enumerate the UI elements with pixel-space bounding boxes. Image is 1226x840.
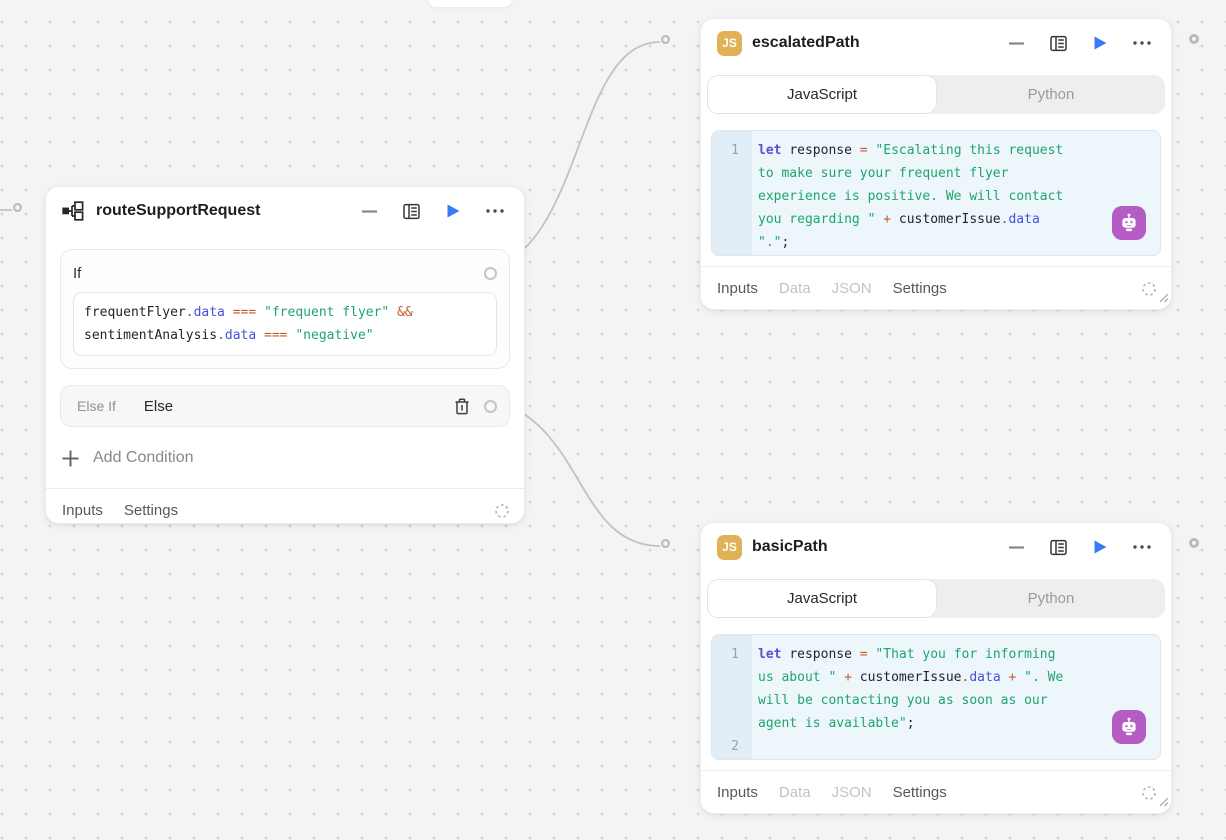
- lang-tab-python[interactable]: Python: [1027, 590, 1075, 607]
- language-tabs: JavaScript Python: [707, 75, 1165, 114]
- code-line: let response = "That you for informing: [758, 647, 1056, 662]
- ai-assistant-icon[interactable]: [1112, 206, 1146, 240]
- else-branch-port[interactable]: [484, 399, 497, 413]
- more-menu-button[interactable]: [1121, 28, 1163, 58]
- footer-tab-data: Data: [778, 280, 811, 297]
- if-branch-port[interactable]: [484, 266, 497, 280]
- line-number: [712, 689, 752, 712]
- line-number: [712, 162, 752, 185]
- resize-handle[interactable]: [1157, 290, 1169, 308]
- footer-tab-inputs[interactable]: Inputs: [717, 280, 758, 297]
- footer-tab-inputs[interactable]: Inputs: [717, 784, 758, 801]
- code-line: let response = "Escalating this request: [758, 143, 1064, 158]
- refresh-spinner-icon[interactable]: [1141, 785, 1157, 801]
- more-menu-button[interactable]: [474, 196, 516, 226]
- if-condition-code[interactable]: frequentFlyer.data === "frequent flyer" …: [73, 292, 497, 356]
- node-header: JS escalatedPath: [701, 19, 1171, 67]
- escalated-output-port[interactable]: [1189, 34, 1199, 44]
- node-footer: Inputs Data JSON Settings: [701, 266, 1171, 310]
- line-number-gutter: [712, 131, 752, 255]
- run-button[interactable]: [1079, 532, 1121, 562]
- code-line: to make sure your frequent flyer: [758, 166, 1009, 181]
- lang-tab-javascript[interactable]: JavaScript: [707, 579, 937, 618]
- collapse-button[interactable]: [995, 532, 1037, 562]
- footer-tab-inputs[interactable]: Inputs: [62, 502, 103, 519]
- line-number: [712, 185, 752, 208]
- code-line: will be contacting you as soon as our: [758, 693, 1048, 708]
- basic-input-port[interactable]: [661, 539, 670, 548]
- footer-tab-settings[interactable]: Settings: [123, 502, 179, 519]
- node-footer: Inputs Data JSON Settings: [701, 770, 1171, 814]
- node-basic-path[interactable]: JS basicPath JavaScript Python 1 let respo…: [700, 522, 1172, 814]
- footer-tab-settings[interactable]: Settings: [892, 784, 947, 801]
- line-number: [712, 666, 752, 689]
- add-condition-label: Add Condition: [93, 449, 194, 466]
- line-number-gutter: [712, 635, 752, 759]
- line-number: [712, 712, 752, 735]
- node-header: routeSupportRequest: [46, 187, 524, 235]
- add-condition-button[interactable]: Add Condition: [62, 441, 510, 475]
- ai-assistant-icon[interactable]: [1112, 710, 1146, 744]
- footer-tab-settings[interactable]: Settings: [892, 280, 947, 297]
- branch-icon: [62, 200, 86, 222]
- collapse-button[interactable]: [348, 196, 390, 226]
- code-line: experience is positive. We will contact: [758, 189, 1064, 204]
- code-line: sentimentAnalysis.data === "negative": [84, 328, 374, 343]
- line-number: [712, 208, 752, 231]
- run-button[interactable]: [432, 196, 474, 226]
- basic-output-port[interactable]: [1189, 538, 1199, 548]
- delete-condition-icon[interactable]: [454, 397, 470, 415]
- partial-node-top: [428, 0, 512, 7]
- if-label: If: [73, 264, 82, 282]
- node-route-support-request[interactable]: routeSupportRequest If frequentFlyer.dat…: [45, 186, 525, 524]
- node-escalated-path[interactable]: JS escalatedPath JavaScript Python 1 let r…: [700, 18, 1172, 310]
- node-header: JS basicPath: [701, 523, 1171, 571]
- node-title: escalatedPath: [752, 34, 860, 51]
- line-number: 1: [731, 647, 739, 662]
- elseif-row[interactable]: Else If Else: [60, 385, 510, 427]
- lang-tab-python[interactable]: Python: [1027, 86, 1075, 103]
- resize-handle[interactable]: [1157, 794, 1169, 812]
- node-footer: Inputs Settings: [46, 488, 524, 532]
- elseif-label: Else If: [77, 398, 116, 414]
- refresh-spinner-icon[interactable]: [494, 503, 510, 519]
- footer-tab-json: JSON: [831, 784, 872, 801]
- if-condition-group: If frequentFlyer.data === "frequent flye…: [60, 249, 510, 369]
- js-badge-icon: JS: [717, 534, 742, 560]
- code-line: you regarding " + customerIssue.data: [758, 212, 1040, 227]
- collapse-button[interactable]: [995, 28, 1037, 58]
- code-line: [752, 735, 1160, 758]
- code-line: us about " + customerIssue.data + ". We: [758, 670, 1064, 685]
- code-line: agent is available";: [758, 716, 915, 731]
- code-line: frequentFlyer.data === "frequent flyer" …: [84, 305, 413, 320]
- node-title: basicPath: [752, 538, 828, 555]
- elseif-value: Else: [143, 397, 174, 415]
- lang-tab-javascript[interactable]: JavaScript: [707, 75, 937, 114]
- logs-icon[interactable]: [1037, 28, 1079, 58]
- logs-icon[interactable]: [1037, 532, 1079, 562]
- escalated-input-port[interactable]: [661, 35, 670, 44]
- code-editor[interactable]: 1 let response = "That you for informing u…: [711, 634, 1161, 760]
- line-number: 2: [731, 739, 739, 754]
- js-badge-icon: JS: [717, 30, 742, 56]
- footer-tab-data: Data: [778, 784, 811, 801]
- plus-icon: [62, 450, 79, 467]
- node-title: routeSupportRequest: [96, 202, 261, 219]
- code-editor[interactable]: 1 let response = "Escalating this request…: [711, 130, 1161, 256]
- refresh-spinner-icon[interactable]: [1141, 281, 1157, 297]
- footer-tab-json: JSON: [831, 280, 872, 297]
- logs-icon[interactable]: [390, 196, 432, 226]
- run-button[interactable]: [1079, 28, 1121, 58]
- more-menu-button[interactable]: [1121, 532, 1163, 562]
- language-tabs: JavaScript Python: [707, 579, 1165, 618]
- line-number: [712, 231, 752, 254]
- router-input-port[interactable]: [13, 203, 22, 212]
- line-number: 1: [731, 143, 739, 158]
- code-line: ".";: [758, 235, 790, 250]
